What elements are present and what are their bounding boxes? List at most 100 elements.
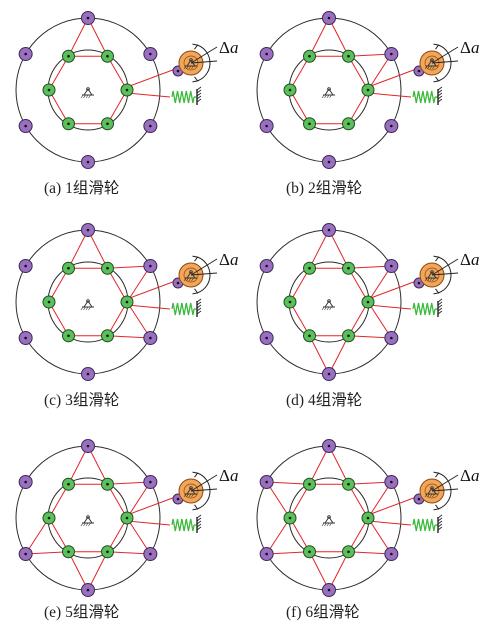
spring-wall-hatch — [437, 514, 443, 519]
angle-line — [431, 272, 459, 276]
spring-wall-hatch — [437, 523, 443, 528]
support-hatch — [429, 277, 433, 282]
fixed-support-icon — [424, 486, 438, 498]
spring-wall-hatch — [196, 89, 202, 94]
panel-caption: (b) 2组滑轮 — [286, 179, 362, 197]
support-hatch — [427, 493, 430, 498]
support-hatch — [85, 306, 89, 311]
outer-pulley-axle — [265, 124, 268, 128]
support-hatch — [424, 493, 428, 498]
outer-pulley — [259, 475, 274, 489]
inner-pulley — [342, 261, 355, 275]
delta-a-label: Δa — [219, 38, 238, 57]
support-hatch — [83, 522, 86, 527]
delta-symbol: Δ — [219, 250, 230, 269]
inner-pulley — [361, 83, 375, 97]
inner-pulley-axle — [288, 516, 292, 520]
spring-wall-hatch — [437, 95, 443, 100]
rope-to-spring — [126, 92, 171, 98]
support-hatch — [88, 522, 91, 527]
support-pin — [86, 515, 90, 519]
rotation-arrow-head — [192, 76, 199, 83]
inner-pulley-axle — [366, 88, 370, 92]
support-hatch — [188, 277, 192, 282]
angle-line — [431, 488, 459, 492]
inner-pulley — [62, 49, 75, 63]
angle-line — [431, 46, 459, 64]
panel-f: Δa(f) 6组滑轮 — [256, 439, 479, 621]
outer-pulley-axle — [390, 124, 393, 128]
rope-segment — [367, 481, 392, 519]
external-pulley-axle — [417, 281, 421, 285]
support-hatch — [321, 522, 325, 527]
external-pulley-axle — [176, 281, 180, 285]
external-pulley-axle — [176, 497, 180, 501]
rope-segment — [48, 89, 69, 125]
rope-segment — [25, 517, 50, 555]
outer-pulley — [143, 547, 158, 561]
inner-pulley — [303, 49, 316, 63]
inner-pulley — [303, 545, 316, 559]
support-pin — [86, 299, 90, 303]
outer-pulley — [143, 119, 158, 133]
inner-pulley — [101, 477, 114, 491]
external-pulley-axle — [417, 69, 421, 73]
inner-pulley — [361, 295, 375, 309]
inner-pulley — [62, 117, 75, 131]
outer-pulley — [81, 223, 95, 237]
rotation-arrow-head — [433, 288, 440, 295]
inner-pulley — [342, 117, 355, 131]
outer-pulley-axle — [265, 336, 268, 340]
rotation-arrow-head — [433, 471, 440, 478]
support-pin — [189, 58, 193, 62]
support-pin — [430, 58, 434, 62]
rope-segment — [348, 265, 392, 269]
spring-icon — [171, 514, 202, 533]
outer-pulley — [384, 259, 399, 273]
inner-pulley — [101, 49, 114, 63]
spring-coil — [171, 302, 195, 316]
spring-wall-hatch — [196, 307, 202, 312]
spring-wall-hatch — [437, 304, 443, 309]
rope-segment — [48, 55, 69, 91]
rope-segment — [348, 55, 369, 91]
rope-segment — [348, 335, 392, 339]
rope-lines — [48, 229, 179, 339]
rope-segment — [126, 265, 151, 303]
support-pin — [430, 486, 434, 490]
panel-caption: (e) 5组滑轮 — [44, 603, 119, 621]
inner-pulley — [120, 83, 134, 97]
drive-wheel-hub — [183, 55, 199, 71]
spring-icon — [412, 86, 443, 105]
spring-wall-hatch — [196, 98, 202, 103]
rotation-arrow-head — [433, 43, 440, 50]
drive-wheel: Δa — [419, 466, 479, 511]
delta-symbol: Δ — [460, 250, 471, 269]
support-pin — [189, 270, 193, 274]
inner-pulley-axle — [347, 122, 350, 126]
angle-line — [190, 272, 218, 276]
outer-pulley-axle — [86, 160, 90, 164]
delta-symbol: Δ — [219, 38, 230, 57]
rotation-arrow-head — [192, 504, 199, 511]
external-pulley-axle — [417, 497, 421, 501]
outer-pulley-axle — [24, 552, 27, 556]
support-hatch — [83, 306, 86, 311]
inner-pulley-axle — [106, 54, 109, 58]
drive-wheel: Δa — [178, 466, 238, 511]
spring-wall-hatch — [196, 92, 202, 97]
delta-symbol: Δ — [219, 466, 230, 485]
support-hatch — [186, 277, 189, 282]
outer-pulley-axle — [149, 124, 152, 128]
inner-pulley — [303, 117, 316, 131]
outer-pulley-axle — [24, 264, 27, 268]
support-hatch — [80, 306, 84, 311]
outer-pulley — [18, 259, 33, 273]
rope-segment — [107, 551, 151, 555]
support-hatch — [188, 493, 192, 498]
outer-pulley — [384, 547, 399, 561]
spring-coil — [412, 518, 436, 532]
rope-segment — [25, 551, 69, 555]
spring-wall-hatch — [196, 298, 202, 303]
